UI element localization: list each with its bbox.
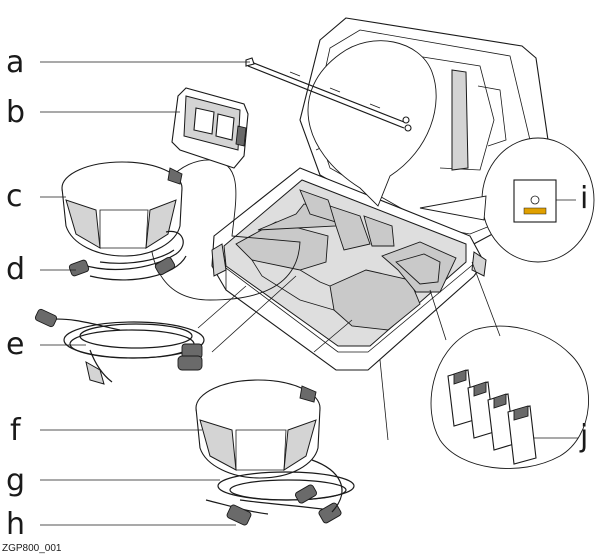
callout-h: h — [6, 507, 25, 542]
item-h-cable — [205, 459, 343, 526]
item-b-controller — [171, 87, 249, 169]
item-g-cable — [217, 471, 355, 504]
callout-c: c — [6, 179, 23, 214]
callout-leaders — [40, 61, 578, 526]
item-j-batteries — [447, 369, 537, 465]
item-c-receiver — [61, 161, 183, 257]
item-d-cable — [68, 230, 187, 281]
callout-f: f — [10, 413, 22, 448]
item-f-receiver — [195, 379, 321, 479]
callout-e: e — [6, 327, 24, 362]
callout-j: j — [579, 419, 588, 454]
callout-a: a — [6, 45, 24, 80]
item-e-cable-bundle — [34, 308, 205, 385]
callout-b: b — [6, 95, 25, 130]
figure-id: ZGP800_001 — [2, 543, 62, 554]
item-i-cd — [513, 179, 557, 223]
callout-g: g — [6, 463, 25, 498]
item-a-antenna-rods — [245, 57, 412, 132]
callout-d: d — [6, 252, 25, 287]
callout-i: i — [580, 181, 588, 216]
